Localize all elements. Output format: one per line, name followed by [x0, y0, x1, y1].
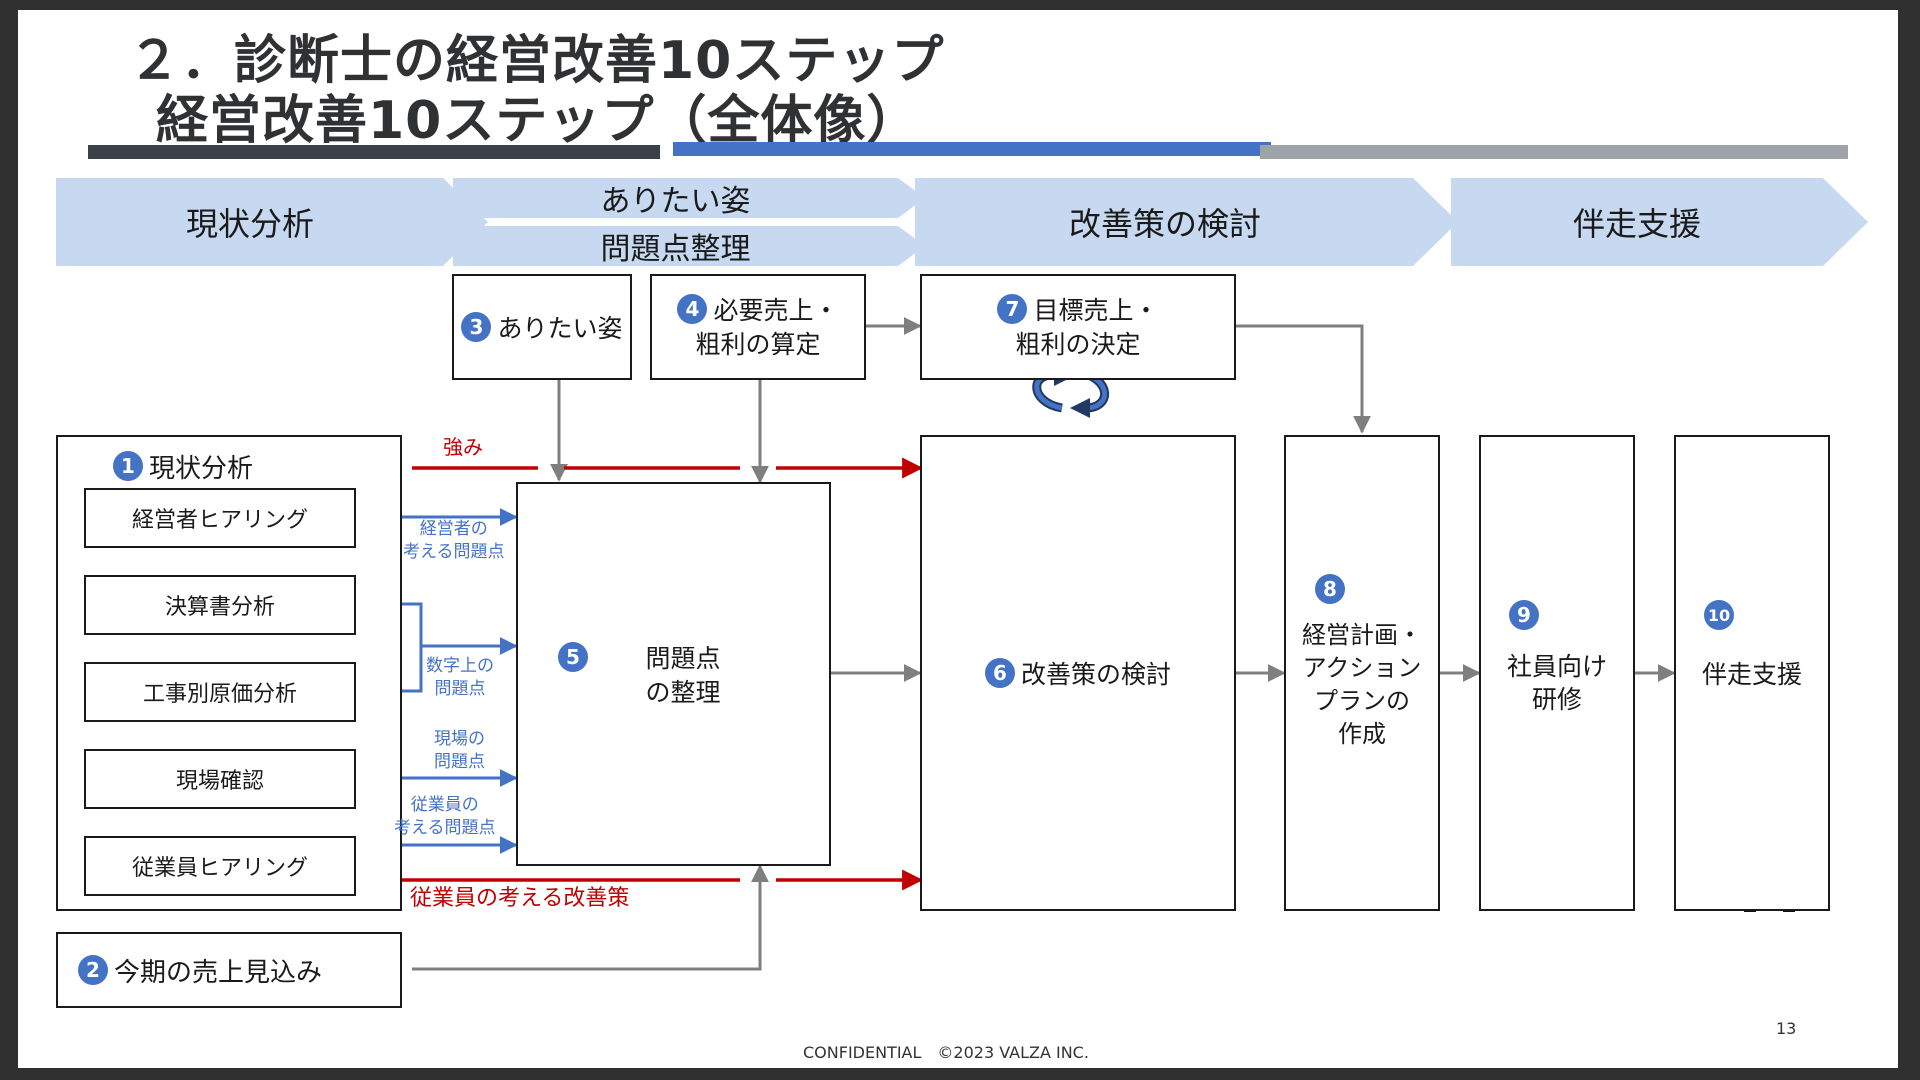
phase-chevron-2a: [453, 178, 925, 218]
annotation-numeric-problem-1: 数字上の: [426, 656, 494, 676]
arrow-7-to-8: [1236, 324, 1371, 434]
title-bar-dark: [88, 145, 660, 159]
step5-number: 5: [558, 642, 588, 672]
annotation-strength: 強み: [443, 435, 483, 459]
step5-box: [516, 482, 831, 866]
step1-item-site: 現場確認: [84, 749, 356, 809]
step7-box: [920, 274, 1236, 380]
annotation-site-problem-1: 現場の: [434, 729, 485, 749]
step4-line2: 粗利の算定: [695, 330, 821, 359]
page-number: 13: [1776, 1019, 1797, 1038]
step9-number: 9: [1509, 600, 1539, 630]
phase-label-2a: ありたい姿: [600, 184, 751, 219]
title-line2: 経営改善10ステップ（全体像）: [156, 91, 920, 151]
footer-confidential: CONFIDENTIAL ©2023 VALZA INC.: [803, 1043, 1089, 1062]
step1-title: 1 現状分析: [113, 448, 253, 484]
phase-chevron-1: [56, 178, 488, 266]
step9-box: [1479, 435, 1635, 911]
step6-box: 6 改善策の検討: [920, 435, 1236, 911]
annotation-numeric-problem-2: 問題点: [434, 679, 486, 699]
slide: ２．診断士の経営改善10ステップ 経営改善10ステップ（全体像）: [18, 10, 1898, 1068]
annotation-site-problem: 現場の 問題点: [434, 728, 485, 774]
annotation-owner-problem-1: 経営者の: [419, 519, 488, 539]
title-line1: ２．診断士の経営改善10ステップ: [128, 31, 945, 91]
step8-line2: アクション: [1302, 654, 1422, 682]
step7-number: 7: [997, 294, 1028, 324]
step10-number-wrap: 10: [1704, 598, 1740, 632]
step8-line3: プランの: [1314, 687, 1410, 715]
step5-number-wrap: 5: [558, 640, 594, 674]
step1-item-cost: 工事別原価分析: [84, 662, 356, 722]
phase-label-4: 伴走支援: [1572, 205, 1701, 243]
step8-number-wrap: 8: [1315, 572, 1351, 606]
annotation-employee-problem-1: 従業員の: [410, 795, 479, 815]
step1-number: 1: [113, 451, 143, 481]
annotation-employee-problem-2: 考える問題点: [394, 818, 496, 838]
step6-number: 6: [984, 658, 1015, 688]
phase-chevron-3: [915, 178, 1458, 266]
annotation-owner-problem: 経営者の 考える問題点: [403, 518, 505, 564]
title-bar-gray: [1260, 145, 1848, 159]
step8-box: [1284, 435, 1440, 911]
flow-diagram: [56, 178, 1868, 971]
step1-item-employee-hearing: 従業員ヒアリング: [84, 836, 356, 896]
step3-number: 3: [461, 312, 492, 342]
step5-line1: 問題点: [645, 644, 721, 673]
annotation-employee-improvement: 従業員の考える改善策: [410, 886, 630, 911]
step9-line1: 社員向け: [1506, 651, 1607, 681]
annotation-site-problem-2: 問題点: [434, 752, 485, 772]
step7-line2: 粗利の決定: [1015, 330, 1141, 359]
step10-box: [1674, 435, 1830, 911]
phase-chevron-2b: [453, 226, 925, 266]
step10-number: 10: [1704, 600, 1734, 630]
step2-label: 今期の売上見込み: [114, 957, 323, 988]
step10-label: 伴走支援: [1701, 660, 1802, 689]
arrow-2-to-5: [412, 864, 769, 971]
step5-line2: の整理: [645, 678, 721, 707]
step6-label: 改善策の検討: [1020, 660, 1171, 689]
phase-label-3: 改善策の検討: [1068, 205, 1261, 243]
step1-title-text: 現状分析: [149, 453, 254, 484]
step9-line2: 研修: [1531, 684, 1582, 714]
phase-label-2b: 問題点整理: [600, 232, 751, 267]
step2-number: 2: [78, 955, 108, 985]
step4-line1-text: 必要売上・: [713, 296, 839, 325]
step7-line1: 7 目標売上・: [920, 292, 1236, 326]
step7-line1-text: 目標売上・: [1033, 296, 1159, 325]
step4-box: [650, 274, 866, 380]
step4-line1: 4 必要売上・: [650, 292, 866, 326]
step8-number: 8: [1315, 574, 1345, 604]
step8-line4: 作成: [1338, 720, 1386, 748]
annotation-employee-problem: 従業員の 考える問題点: [394, 794, 496, 840]
phase-label-1: 現状分析: [185, 205, 314, 243]
step8-line1: 経営計画・: [1302, 621, 1422, 649]
step3-label: ありたい姿: [497, 314, 623, 343]
step1-item-owner-hearing: 経営者ヒアリング: [84, 488, 356, 548]
annotation-owner-problem-2: 考える問題点: [403, 542, 505, 562]
phase-chevron-4: [1451, 178, 1868, 266]
title-bar-blue: [673, 142, 1271, 156]
step9-number-wrap: 9: [1509, 598, 1545, 632]
annotation-numeric-problem: 数字上の 問題点: [426, 655, 494, 701]
step2-box: 2 今期の売上見込み: [56, 932, 402, 1008]
step3-box: 3 ありたい姿: [452, 274, 632, 380]
step1-item-financial: 決算書分析: [84, 575, 356, 635]
step4-number: 4: [677, 294, 708, 324]
